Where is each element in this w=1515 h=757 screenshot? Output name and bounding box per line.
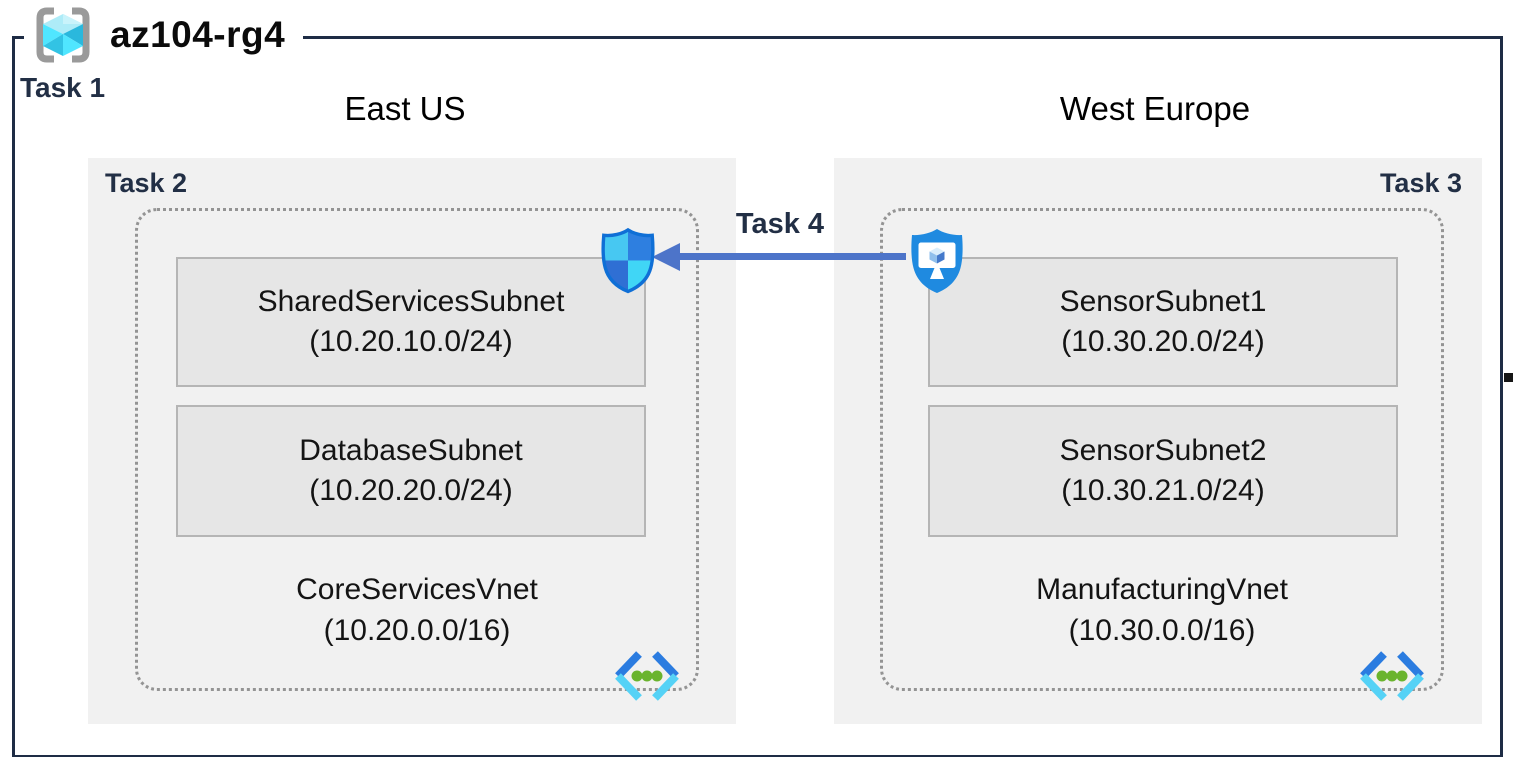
region-panel-west-europe: Task 3 SensorSubnet1 (10.30.20.0/24) Sen… [834,158,1482,724]
subnet-name: SensorSubnet2 [1059,434,1267,467]
vnet-name-text: CoreServicesVnet [296,573,538,606]
peering-arrow-head [652,243,680,271]
task1-label: Task 1 [20,72,106,103]
resource-group-icon [36,7,90,63]
vnet-cidr-text: (10.20.0.0/16) [323,614,511,647]
subnet-cidr: (10.30.21.0/24) [1061,474,1265,507]
subnet-cidr: (10.20.20.0/24) [309,474,513,507]
subnet-name: DatabaseSubnet [299,434,523,467]
region-label-west-europe: West Europe [1059,90,1251,127]
vnet-icon [615,651,679,701]
resource-group-boundary [12,36,1503,757]
nsg-shield-icon [601,227,655,294]
task2-label: Task 2 [105,168,188,198]
subnet-sensor1: SensorSubnet1 (10.30.20.0/24) [928,257,1398,387]
resource-group-title: az104-rg4 [110,14,286,55]
subnet-name: SensorSubnet1 [1059,285,1267,318]
region-panel-east-us: Task 2 SharedServicesSubnet (10.20.10.0/… [88,158,736,724]
task4-label: Task 4 [735,208,825,240]
subnet-database: DatabaseSubnet (10.20.20.0/24) [176,405,646,537]
subnet-cidr: (10.30.20.0/24) [1061,325,1265,358]
subnet-sensor2: SensorSubnet2 (10.30.21.0/24) [928,405,1398,537]
vnet-name-manufacturing: ManufacturingVnet (10.30.0.0/16) [883,569,1441,651]
manufacturing-vnet-boundary: SensorSubnet1 (10.30.20.0/24) SensorSubn… [880,208,1444,701]
defender-monitor-icon [911,229,963,293]
vnet-cidr-text: (10.30.0.0/16) [1068,614,1256,647]
edge-tick-mark [1504,373,1513,382]
subnet-shared-services: SharedServicesSubnet (10.20.10.0/24) [176,257,646,387]
resource-group-header: az104-rg4 [24,2,304,68]
peering-arrow-line [676,253,906,260]
subnet-cidr: (10.20.10.0/24) [309,325,513,358]
task3-label: Task 3 [1379,168,1462,198]
region-label-east-us: East US [344,90,466,127]
vnet-name-core-services: CoreServicesVnet (10.20.0.0/16) [138,569,696,651]
vnet-name-text: ManufacturingVnet [1036,573,1288,606]
core-services-vnet-boundary: SharedServicesSubnet (10.20.10.0/24) Dat… [135,208,699,701]
vnet-icon [1360,651,1424,701]
subnet-name: SharedServicesSubnet [257,285,565,318]
